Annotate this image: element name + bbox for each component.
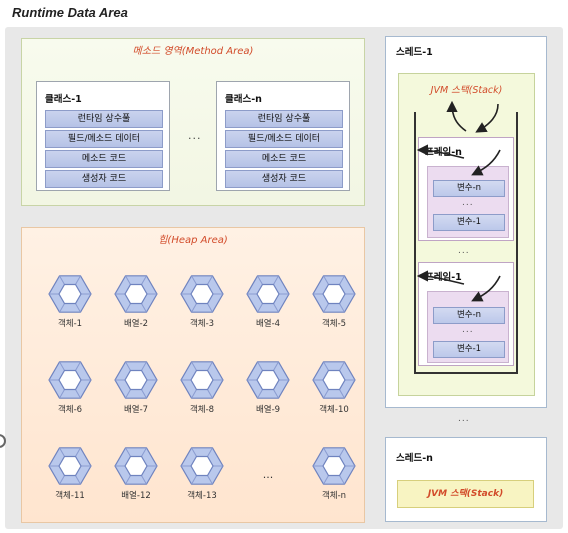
heap-object: 배열-7	[108, 360, 164, 415]
hexagon-icon	[114, 361, 158, 399]
class-title: 클래스-n	[225, 94, 262, 105]
hexagon-icon	[180, 361, 224, 399]
class-box-n: 클래스-n 런타임 상수풀 필드/메소드 데이터 메소드 코드 생성자 코드	[216, 81, 350, 191]
thread-1-title: 스레드-1	[396, 47, 433, 58]
heap-item-label: 객체-6	[57, 405, 83, 415]
hexagon-icon	[48, 447, 92, 485]
hexagon-icon	[312, 275, 356, 313]
stack-container-walls	[414, 112, 518, 374]
heap-object: 객체-3	[174, 274, 230, 329]
hexagon-icon	[114, 447, 158, 485]
class-item-constructor-code: 생성자 코드	[45, 170, 163, 188]
heap-object: 객체-8	[174, 360, 230, 415]
heap-object: 배열-12	[108, 446, 164, 501]
class-item-runtime-constant-pool: 런타임 상수풀	[45, 110, 163, 128]
heap-ellipsis: ...	[240, 446, 296, 481]
thread-ellipsis: ...	[458, 414, 470, 424]
thread-n-title: 스레드-n	[396, 453, 433, 464]
frame-title: 프레임-1	[425, 272, 462, 283]
class-item-field-method-data: 필드/메소드 데이터	[45, 130, 163, 148]
heap-item-label: 객체-11	[55, 491, 85, 501]
heap-area: 힙(Heap Area) 객체-1 배열-2 객체-3 배열-4 객체-5 객체-6 배열-…	[21, 227, 365, 523]
hexagon-icon	[48, 361, 92, 399]
variable-n-box: 변수-n	[433, 180, 505, 197]
heap-item-label: 배열-7	[123, 405, 149, 415]
heap-object: 객체-n	[306, 446, 362, 501]
heap-object: 객체-5	[306, 274, 362, 329]
heap-item-label: ...	[262, 468, 274, 481]
hexagon-icon	[246, 361, 290, 399]
hexagon-icon	[312, 361, 356, 399]
heap-item-label: 객체-3	[189, 319, 215, 329]
heap-object: 배열-4	[240, 274, 296, 329]
method-area-title: 메소드 영역(Method Area)	[132, 46, 254, 57]
variable-n-box: 변수-n	[433, 307, 505, 324]
variable-ellipsis: ...	[462, 325, 474, 335]
variable-1-box: 변수-1	[433, 214, 505, 231]
heap-area-title: 힙(Heap Area)	[158, 235, 228, 246]
heap-item-label: 배열-9	[255, 405, 281, 415]
frame-n: 프레임-n 변수-n ... 변수-1	[418, 137, 514, 241]
variable-ellipsis: ...	[462, 198, 474, 208]
heap-object: 객체-10	[306, 360, 362, 415]
hexagon-icon	[312, 447, 356, 485]
method-area: 메소드 영역(Method Area) 클래스-1 런타임 상수풀 필드/메소드…	[21, 38, 365, 206]
class-ellipsis: ...	[188, 129, 202, 142]
class-item-method-code: 메소드 코드	[225, 150, 343, 168]
hexagon-icon	[180, 275, 224, 313]
heap-object: 배열-2	[108, 274, 164, 329]
frame-ellipsis: ...	[458, 246, 470, 256]
frame-title: 프레임-n	[425, 147, 462, 158]
hexagon-icon	[48, 275, 92, 313]
frame-1: 프레임-1 변수-n ... 변수-1	[418, 262, 514, 366]
class-item-runtime-constant-pool: 런타임 상수풀	[225, 110, 343, 128]
heap-item-label: 객체-13	[187, 491, 217, 501]
class-item-constructor-code: 생성자 코드	[225, 170, 343, 188]
jvm-stack-title: JVM 스택(Stack)	[430, 85, 503, 96]
jvm-stack-thread-n: JVM 스택(Stack)	[397, 480, 534, 508]
hexagon-icon	[180, 447, 224, 485]
class-item-field-method-data: 필드/메소드 데이터	[225, 130, 343, 148]
heap-item-label: 객체-10	[319, 405, 349, 415]
heap-item-label: 배열-4	[255, 319, 281, 329]
heap-object: 배열-9	[240, 360, 296, 415]
heap-item-label: 객체-1	[57, 319, 83, 329]
heap-object: 객체-6	[42, 360, 98, 415]
class-title: 클래스-1	[45, 94, 82, 105]
heap-object: 객체-11	[42, 446, 98, 501]
heap-object: 객체-1	[42, 274, 98, 329]
heap-object: 객체-13	[174, 446, 230, 501]
heap-item-label: 배열-2	[123, 319, 149, 329]
class-item-method-code: 메소드 코드	[45, 150, 163, 168]
heap-item-label: 객체-5	[321, 319, 347, 329]
hexagon-icon	[246, 275, 290, 313]
diagram-title: Runtime Data Area	[12, 5, 128, 20]
heap-item-label: 배열-12	[121, 491, 151, 501]
class-box-1: 클래스-1 런타임 상수풀 필드/메소드 데이터 메소드 코드 생성자 코드	[36, 81, 170, 191]
heap-item-label: 객체-n	[321, 491, 347, 501]
variable-1-box: 변수-1	[433, 341, 505, 358]
heap-item-label: 객체-8	[189, 405, 215, 415]
hexagon-icon	[114, 275, 158, 313]
